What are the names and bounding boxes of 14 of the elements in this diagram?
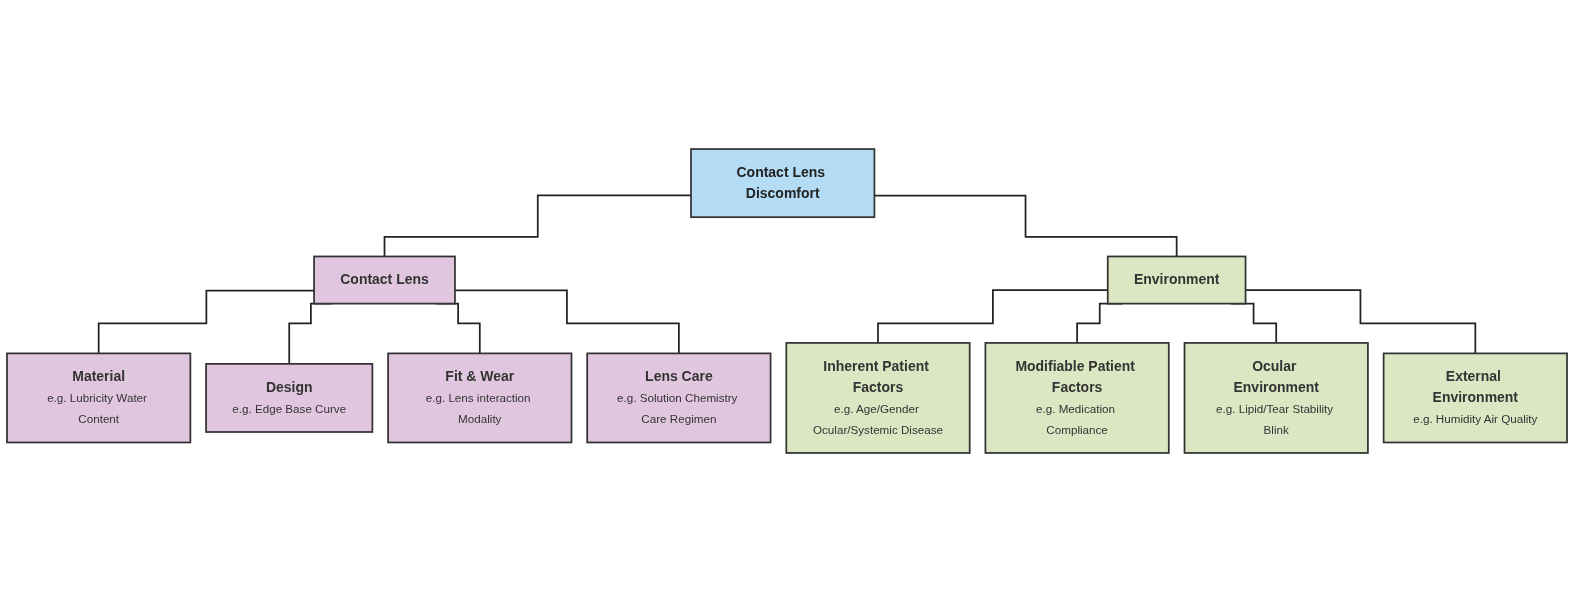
node-box: Modifiable Patient Factors e.g. Medication Compliance xyxy=(984,341,1170,454)
node-box: Fit & Wear e.g. Lens interaction Modality xyxy=(387,352,573,443)
node-box: Contact Lens Discomfort xyxy=(690,147,876,218)
node-box: Environment xyxy=(1106,255,1247,304)
node-box: Design e.g. Edge Base Curve xyxy=(205,362,374,433)
connector xyxy=(97,289,315,354)
node-box: External Environment e.g. Humidity Air Quality xyxy=(1382,352,1568,443)
connector xyxy=(383,194,692,257)
node-box: Material e.g. Lubricity Water Content xyxy=(6,352,192,443)
node-box: Lens Care e.g. Solution Chemistry Care Regimen xyxy=(586,352,772,443)
connector xyxy=(454,289,680,354)
node-box: Ocular Environment e.g. Lipid/Tear Stability Blink xyxy=(1183,341,1369,454)
node-box: Contact Lens xyxy=(313,255,456,304)
node-box: Inherent Patient Factors e.g. Age/Gender Ocular/Systemic Disease xyxy=(785,341,971,454)
